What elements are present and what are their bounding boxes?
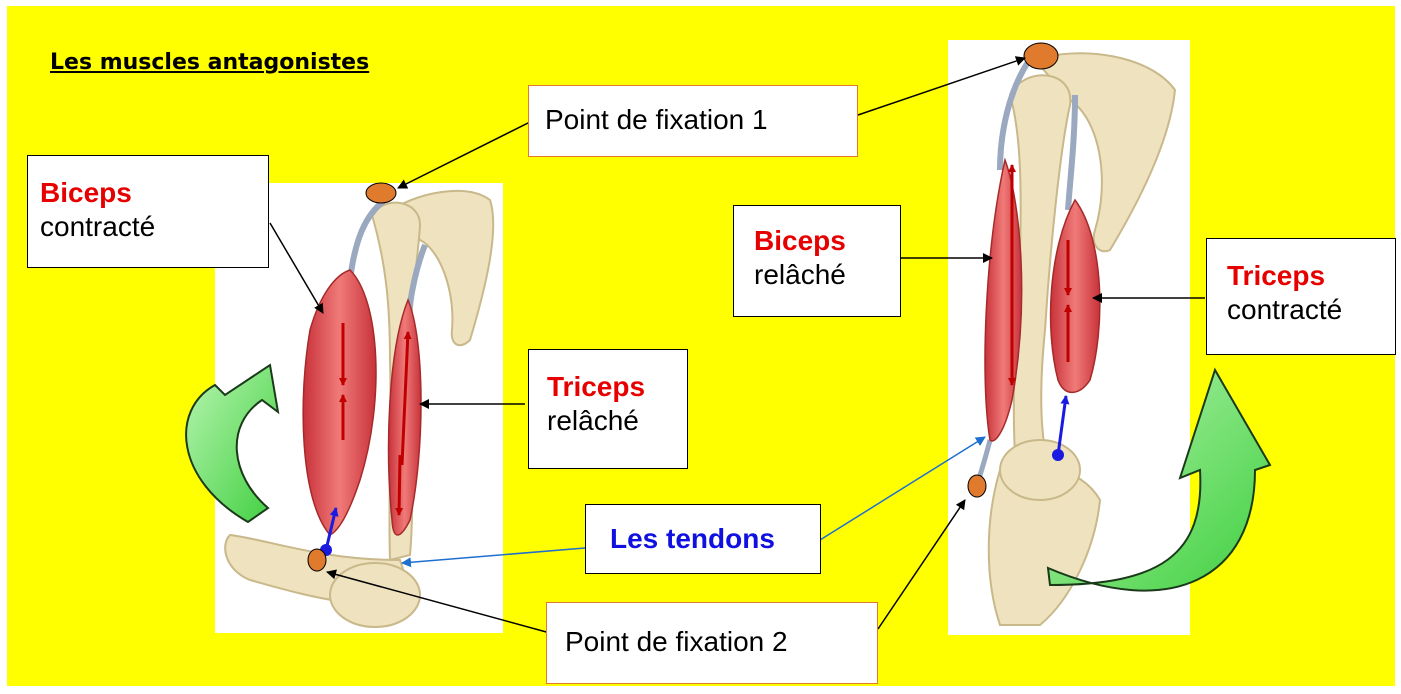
right-arm-illustration [968,43,1175,625]
right-elbow [1000,440,1080,500]
left-triceps-arrow-down [399,455,400,515]
label-fixation-2: Point de fixation 2 [546,602,878,684]
left-fixation-point-2 [308,549,326,571]
label-left-biceps: Biceps contracté [27,155,269,268]
callout-arrow-tendons-right [820,437,985,540]
label-tendons: Les tendons [585,504,821,574]
label-fixation-1-text: Point de fixation 1 [545,104,768,135]
label-right-biceps: Biceps relâché [733,205,901,317]
right-biceps-name: Biceps [754,224,900,258]
left-fixation-point-1 [366,183,396,203]
left-biceps-muscle [303,270,376,535]
label-fixation-1: Point de fixation 1 [528,85,858,157]
callout-arrow-fixation1-right [858,58,1025,115]
label-right-triceps: Triceps contracté [1206,238,1396,355]
callout-arrow-fixation2-right [878,500,965,629]
right-triceps-name: Triceps [1227,259,1395,293]
right-triceps-state: contracté [1227,293,1395,327]
label-left-triceps: Triceps relâché [528,349,688,469]
left-biceps-name: Biceps [40,176,268,210]
right-fixation-point-1 [1024,43,1058,69]
right-biceps-state: relâché [754,258,900,292]
right-tendon-dot [1052,449,1064,461]
left-movement-arrow [186,365,278,522]
left-triceps-name: Triceps [547,370,687,404]
label-fixation-2-text: Point de fixation 2 [565,626,788,657]
right-fixation-point-2 [968,475,986,497]
left-triceps-state: relâché [547,404,687,438]
left-biceps-state: contracté [40,210,268,244]
right-triceps-muscle [1051,200,1100,392]
callout-arrow-tendons-left [402,548,585,563]
callout-arrow-fixation1-left [398,122,530,188]
left-elbow [330,563,420,627]
tendons-text: Les tendons [610,523,775,554]
callout-arrow-biceps-left [270,223,323,313]
